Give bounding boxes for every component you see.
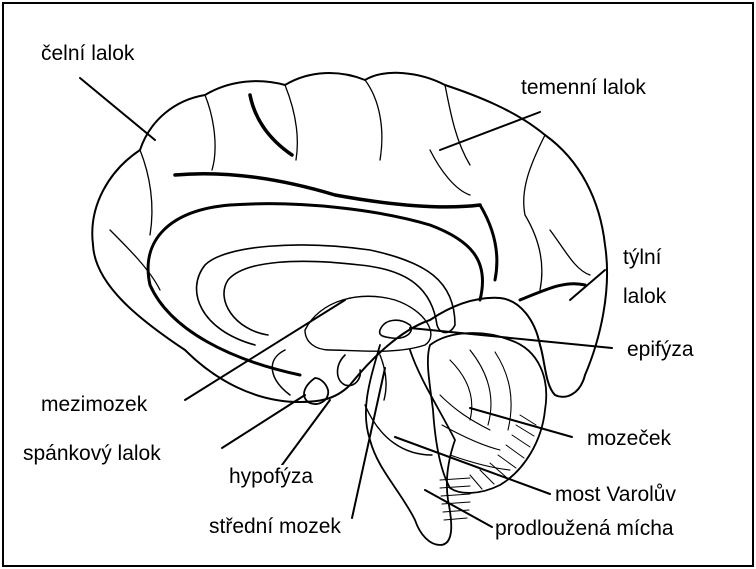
medulla-stripes (440, 478, 470, 520)
pineal-gland (380, 320, 412, 338)
gyrus-line (550, 230, 590, 275)
cingulate-sulcus (250, 95, 292, 155)
gyrus-line (525, 215, 542, 290)
medulla-leader (425, 490, 492, 527)
label-occipital-lobe-line2: lalok (622, 285, 667, 309)
label-pons: most Varolův (554, 483, 677, 507)
corpus-callosum (197, 245, 455, 345)
temporal-leader (222, 395, 305, 448)
hypothalamus (338, 355, 361, 386)
gyrus-line (285, 85, 297, 160)
brainstem (366, 345, 455, 545)
label-diencephalon: mezimozek (40, 393, 148, 417)
label-temporal-lobe: spánkový lalok (22, 442, 162, 466)
label-medulla: prodloužená mícha (494, 517, 675, 541)
gyrus-line (365, 80, 382, 160)
label-cerebellum: mozeček (586, 427, 672, 451)
cerebellum-leader (470, 408, 572, 437)
gyrus-line (445, 85, 470, 165)
label-midbrain: střední mozek (208, 515, 342, 539)
cingulate-gyrus (148, 204, 482, 375)
pituitary-leader (282, 400, 330, 465)
calcarine-sulcus (520, 284, 585, 300)
label-pineal-gland: epifýza (626, 338, 695, 362)
central-sulcus (175, 174, 480, 207)
gyrus-line (140, 150, 152, 235)
label-pituitary-gland: hypofýza (228, 465, 314, 489)
pineal-leader (410, 328, 612, 348)
gyrus-line (524, 135, 545, 215)
cerebellum-stripes (470, 415, 536, 489)
frontal-leader (80, 78, 155, 140)
gyrus-line (430, 150, 470, 195)
gyrus-line (205, 95, 215, 170)
gyrus-line (110, 230, 160, 290)
thalamus (305, 296, 431, 351)
label-parietal-lobe: temenní lalok (520, 76, 647, 100)
diencephalon-leader (185, 300, 345, 400)
label-frontal-lobe: čelní lalok (40, 42, 135, 66)
label-occipital-lobe-line1: týlní (622, 246, 663, 270)
pons-leader (395, 437, 550, 494)
